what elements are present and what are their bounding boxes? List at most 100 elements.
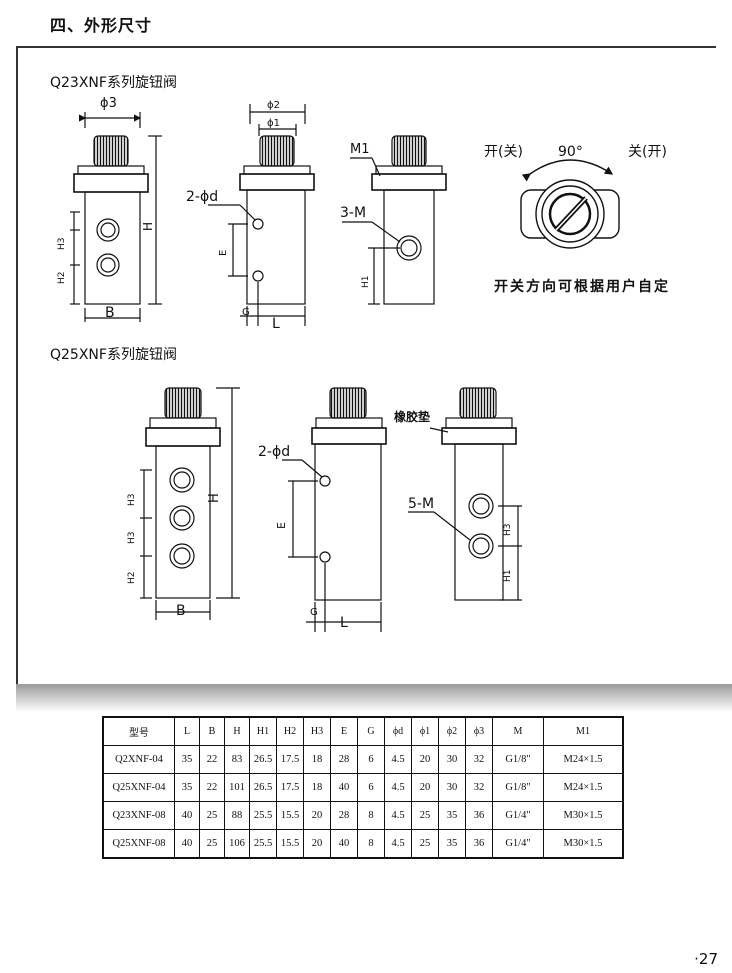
value-cell: 25 xyxy=(411,829,439,859)
value-cell: 15.5 xyxy=(276,829,304,859)
value-cell: M24×1.5 xyxy=(543,773,624,802)
value-cell: 35 xyxy=(174,773,200,802)
col-m: M xyxy=(492,716,544,746)
value-cell: 36 xyxy=(465,829,493,859)
spec-table: 型号 L B H H1 H2 H3 E G ϕd ϕ1 ϕ2 ϕ3 M M1 Q… xyxy=(102,716,624,859)
value-cell: 35 xyxy=(174,745,200,774)
col-h1: H1 xyxy=(249,716,277,746)
col-phi2: ϕ2 xyxy=(438,716,466,746)
value-cell: 106 xyxy=(224,829,250,859)
q23-port-view xyxy=(342,135,447,305)
q23-l-label: L xyxy=(272,316,280,332)
value-cell: 4.5 xyxy=(384,829,412,859)
value-cell: 35 xyxy=(438,829,466,859)
col-l: L xyxy=(174,716,200,746)
value-cell: M30×1.5 xyxy=(543,829,624,859)
value-cell: 28 xyxy=(330,745,358,774)
q23-front-view xyxy=(70,112,162,322)
value-cell: G1/8" xyxy=(492,745,544,774)
knob-top-view xyxy=(520,159,620,249)
col-h: H xyxy=(224,716,250,746)
q23-phi1-label: ϕ1 xyxy=(267,118,280,129)
value-cell: 40 xyxy=(174,829,200,859)
q23-3m-label: 3-M xyxy=(340,205,366,221)
col-b: B xyxy=(199,716,225,746)
value-cell: G1/4" xyxy=(492,829,544,859)
q25-h-label: H xyxy=(207,493,222,503)
value-cell: G1/8" xyxy=(492,773,544,802)
q25-2phid-label: 2-ϕd xyxy=(258,444,290,460)
value-cell: 26.5 xyxy=(249,745,277,774)
value-cell: 4.5 xyxy=(384,773,412,802)
value-cell: 20 xyxy=(303,829,331,859)
q23-g-label: G xyxy=(242,307,250,318)
col-h3: H3 xyxy=(303,716,331,746)
q25-series-title: Q25XNF系列旋钮阀 xyxy=(50,347,177,363)
value-cell: 8 xyxy=(357,829,385,859)
value-cell: 101 xyxy=(224,773,250,802)
value-cell: 15.5 xyxy=(276,801,304,830)
q25-e-label: E xyxy=(275,522,288,529)
value-cell: 6 xyxy=(357,745,385,774)
col-m1: M1 xyxy=(543,716,624,746)
value-cell: 17.5 xyxy=(276,773,304,802)
value-cell: 20 xyxy=(303,801,331,830)
value-cell: 20 xyxy=(411,773,439,802)
q23-m1-label: M1 xyxy=(350,142,370,157)
value-cell: 83 xyxy=(224,745,250,774)
q25-h3a-label: H3 xyxy=(127,494,137,507)
model-cell: Q25XNF-04 xyxy=(102,773,175,802)
q25-rubber-pad-label: 橡胶垫 xyxy=(394,409,430,424)
value-cell: 18 xyxy=(303,773,331,802)
model-cell: Q2XNF-04 xyxy=(102,745,175,774)
q23-phi3-label: ϕ3 xyxy=(100,96,117,111)
q23-series-title: Q23XNF系列旋钮阀 xyxy=(50,75,177,91)
value-cell: 17.5 xyxy=(276,745,304,774)
value-cell: M30×1.5 xyxy=(543,801,624,830)
col-g: G xyxy=(357,716,385,746)
value-cell: 18 xyxy=(303,745,331,774)
col-e: E xyxy=(330,716,358,746)
value-cell: 35 xyxy=(438,801,466,830)
col-phi1: ϕ1 xyxy=(411,716,439,746)
frame-shadow xyxy=(16,684,732,712)
q25-h3-label: H3 xyxy=(503,524,513,537)
q23-side-view xyxy=(208,104,315,326)
value-cell: 25 xyxy=(411,801,439,830)
knob-direction-note: 开关方向可根据用户自定 xyxy=(494,279,670,295)
spec-table-header: 型号 L B H H1 H2 H3 E G ϕd ϕ1 ϕ2 ϕ3 M M1 xyxy=(102,716,624,746)
q23-2phid-label: 2-ϕd xyxy=(186,189,218,205)
q23-h1-label: H1 xyxy=(361,276,371,289)
value-cell: 20 xyxy=(411,745,439,774)
value-cell: 28 xyxy=(330,801,358,830)
value-cell: 4.5 xyxy=(384,745,412,774)
value-cell: 22 xyxy=(199,745,225,774)
q23-h2-label: H2 xyxy=(57,272,67,285)
value-cell: 32 xyxy=(465,745,493,774)
value-cell: 40 xyxy=(330,829,358,859)
q23-h3-label: H3 xyxy=(57,238,67,251)
q25-b-label: B xyxy=(176,603,186,619)
section-title: 四、外形尺寸 xyxy=(50,16,153,35)
value-cell: 25.5 xyxy=(249,829,277,859)
q25-h3b-label: H3 xyxy=(127,532,137,545)
q23-e-label: E xyxy=(218,250,229,256)
model-cell: Q23XNF-08 xyxy=(102,801,175,830)
value-cell: 8 xyxy=(357,801,385,830)
q23-h-label: H xyxy=(141,222,155,231)
value-cell: 40 xyxy=(330,773,358,802)
col-phid: ϕd xyxy=(384,716,412,746)
col-model: 型号 xyxy=(102,716,175,746)
value-cell: 25 xyxy=(199,801,225,830)
value-cell: 32 xyxy=(465,773,493,802)
value-cell: 26.5 xyxy=(249,773,277,802)
q25-g-label: G xyxy=(310,607,318,618)
q25-5m-label: 5-M xyxy=(408,496,434,512)
q23-b-label: B xyxy=(105,305,115,321)
model-cell: Q25XNF-08 xyxy=(102,829,175,859)
value-cell: 4.5 xyxy=(384,801,412,830)
